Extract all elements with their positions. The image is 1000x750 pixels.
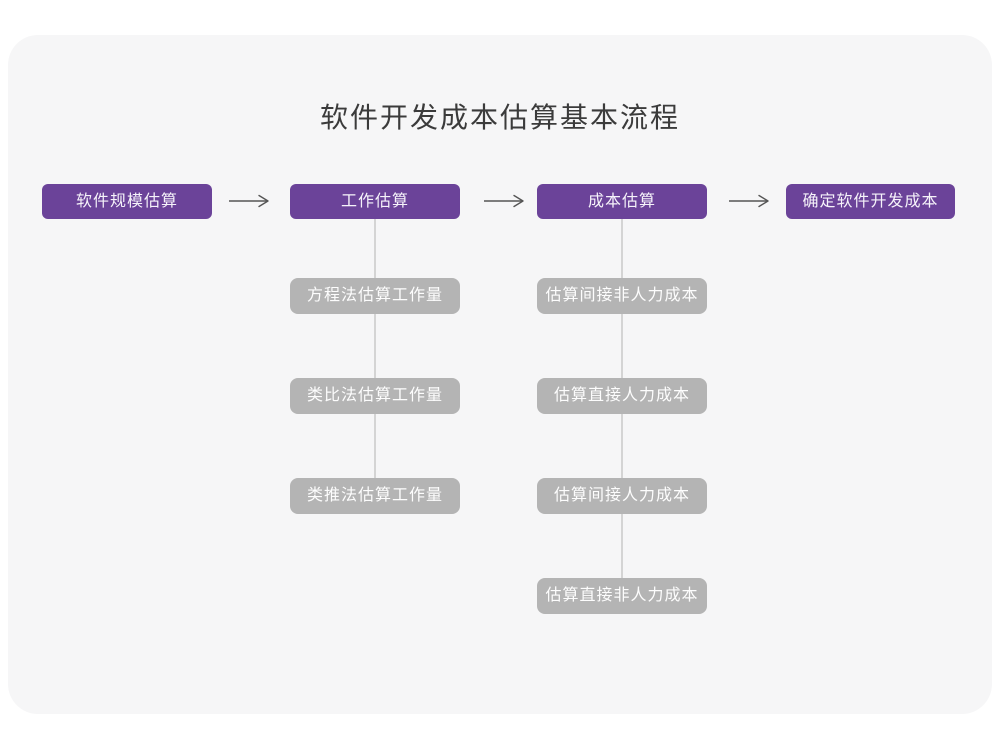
flow-node-cost-estimation: 成本估算 [537, 184, 707, 219]
flow-node-work-estimation: 工作估算 [290, 184, 460, 219]
sub-node-equation-method-workload: 方程法估算工作量 [290, 278, 460, 314]
diagram-card [8, 35, 992, 714]
diagram-title: 软件开发成本估算基本流程 [319, 102, 680, 133]
sub-node-direct-nonlabor-cost: 估算直接非人力成本 [537, 578, 707, 614]
flow-node-software-scale-estimation: 软件规模估算 [42, 184, 212, 219]
sub-node-direct-labor-cost: 估算直接人力成本 [537, 378, 707, 414]
sub-node-analogy-method-workload: 类比法估算工作量 [290, 378, 460, 414]
sub-node-indirect-labor-cost: 估算间接人力成本 [537, 478, 707, 514]
sub-node-indirect-nonlabor-cost: 估算间接非人力成本 [537, 278, 707, 314]
flow-node-determine-software-dev-cost: 确定软件开发成本 [786, 184, 955, 219]
right-arrow-icon [483, 194, 527, 208]
sub-node-extrapolation-method-workload: 类推法估算工作量 [290, 478, 460, 514]
right-arrow-icon [728, 194, 772, 208]
right-arrow-icon [228, 194, 272, 208]
connector-line-work-estimation [374, 219, 376, 496]
